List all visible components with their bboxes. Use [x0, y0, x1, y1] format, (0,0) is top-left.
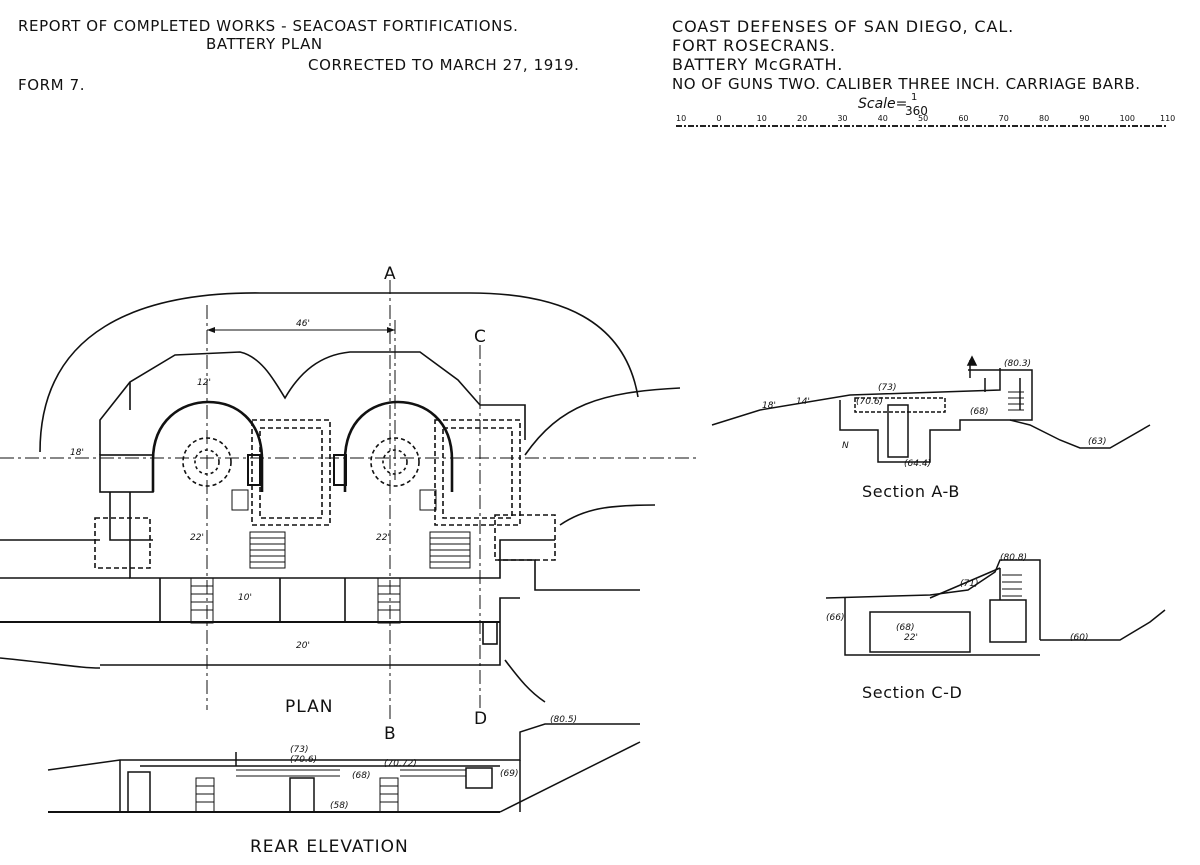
sec-ab-706: (70.6): [856, 397, 883, 407]
rear-elevation-view: [47, 723, 641, 813]
elev-73: (73): [290, 745, 308, 755]
section-ab-label: Section A-B: [862, 482, 960, 501]
dim-22-a: 22': [190, 533, 204, 543]
scale-tick-label: 80: [1039, 114, 1049, 123]
elev-58: (58): [330, 801, 348, 811]
battery-plan-title: BATTERY PLAN: [206, 35, 323, 53]
mark-a: A: [384, 264, 397, 284]
fort-name: FORT ROSECRANS.: [672, 36, 836, 55]
scale-tick-label: 0: [716, 114, 721, 123]
plan-view: [0, 280, 700, 720]
report-title: REPORT OF COMPLETED WORKS - SEACOAST FOR…: [18, 17, 519, 35]
scale-numerator: 1: [911, 92, 917, 103]
scale-tick-label: 10: [757, 114, 767, 123]
sec-cd-68: (68): [896, 623, 914, 633]
scale-denominator: 360: [905, 104, 928, 118]
plan-label: PLAN: [285, 697, 333, 717]
correction-date: CORRECTED TO MARCH 27, 1919.: [308, 56, 580, 74]
sec-cd-22: 22': [904, 633, 918, 643]
elev-69: (69): [500, 769, 518, 779]
scale-tick-label: 20: [797, 114, 807, 123]
sec-cd-60: (60): [1070, 633, 1088, 643]
scale-tick-label: 30: [837, 114, 847, 123]
sec-cd-66: (66): [826, 613, 844, 623]
scale-tick-label: 60: [958, 114, 968, 123]
battery-name: BATTERY McGRATH.: [672, 55, 844, 74]
sec-ab-644: (64.4): [904, 459, 931, 469]
dim-10: 10': [238, 593, 252, 603]
elev-805: (80.5): [550, 715, 577, 725]
section-cd-label: Section C-D: [862, 683, 962, 702]
scale-tick-label: 100: [1120, 114, 1135, 123]
sec-cd-808: (80.8): [1000, 553, 1027, 563]
sec-ab-68: (68): [970, 407, 988, 417]
mark-b: B: [384, 724, 397, 744]
gun-details: NO OF GUNS TWO. CALIBER THREE INCH. CARR…: [672, 75, 1141, 93]
form-number: FORM 7.: [18, 76, 86, 94]
sec-ab-14: 14': [796, 397, 810, 407]
scale-tick-label: 110: [1160, 114, 1175, 123]
elev-7072: (70.72): [384, 759, 417, 769]
scale-tick-label: 10: [676, 114, 686, 123]
scale-tick-label: 50: [918, 114, 928, 123]
sec-ab-n: N: [842, 441, 849, 451]
sec-ab-63: (63): [1088, 437, 1106, 447]
coast-defenses-title: COAST DEFENSES OF SAN DIEGO, CAL.: [672, 17, 1015, 36]
elev-68: (68): [352, 771, 370, 781]
section-ab-view: [711, 355, 1151, 463]
sec-ab-73: (73): [878, 383, 896, 393]
dim-18: 18': [70, 448, 84, 458]
scale-label: Scale=: [858, 96, 907, 112]
dim-20: 20': [296, 641, 310, 651]
dim-46: 46': [296, 319, 310, 329]
rear-elevation-label: REAR ELEVATION: [250, 837, 409, 857]
section-cd-view: [825, 559, 1166, 656]
dim-22-b: 22': [376, 533, 390, 543]
sec-ab-18: 18': [762, 401, 776, 411]
scale-tick-label: 70: [999, 114, 1009, 123]
elev-706: (70.6): [290, 755, 317, 765]
scale-tick-label: 90: [1079, 114, 1089, 123]
mark-d: D: [474, 709, 488, 729]
dim-12: 12': [197, 378, 211, 388]
sec-ab-803: (80.3): [1004, 359, 1031, 369]
mark-c: C: [474, 327, 487, 347]
sec-cd-71: (71): [960, 579, 978, 589]
scale-tick-label: 40: [878, 114, 888, 123]
